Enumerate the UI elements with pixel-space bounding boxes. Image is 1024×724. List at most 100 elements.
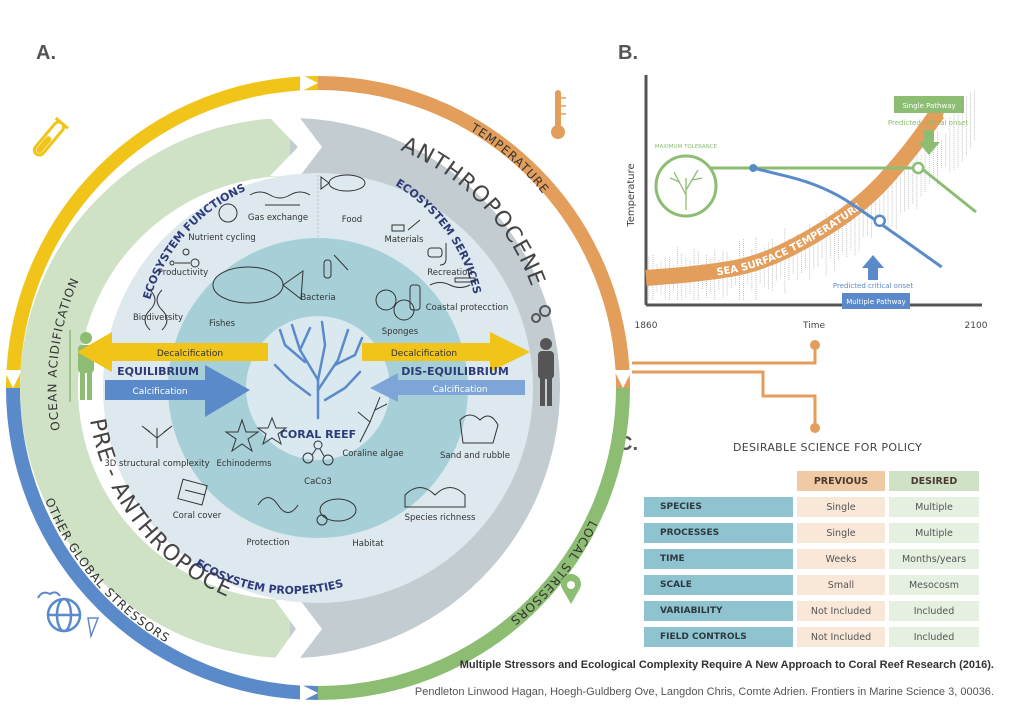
svg-text:Calcification: Calcification [132, 387, 187, 397]
label-equilibrium: EQUILIBRIUM [117, 365, 199, 378]
right-calcification-arrow: Calcification [370, 373, 525, 402]
coral-cover-icon [177, 478, 208, 506]
header-previous: PREVIOUS [797, 471, 885, 491]
item-gas-exchange: Gas exchange [248, 213, 308, 223]
connector-node-top [810, 340, 820, 350]
item-coastal-protection: Coastal protecction [426, 303, 508, 313]
sand-rubble-icon [459, 414, 499, 444]
ring-other-global-stressors [6, 387, 319, 700]
multiple-pathway-callout: Predicted critical onset Multiple Pathwa… [833, 255, 913, 309]
ring-ocean-acidification [6, 76, 319, 389]
policy-table-title: DESIRABLE SCIENCE FOR POLICY [733, 441, 923, 454]
ring-temperature [317, 76, 630, 389]
panel-label-b: B. [618, 42, 638, 64]
3d-complexity-icon [141, 425, 173, 448]
outer-stressor-ring [4, 74, 632, 702]
label-local-stressors: LOCAL STRESSORS [507, 519, 599, 629]
svg-text:Predicted critical onset: Predicted critical onset [888, 119, 968, 127]
species-richness-icon [404, 487, 466, 508]
snorkel-icon [427, 243, 447, 266]
temperature-chart: Temperature Time 1860 2100 SEA SURFACE T… [626, 75, 988, 331]
location-pin-icon [561, 574, 581, 604]
label-dis-equilibrium: DIS-EQUILIBRIUM [401, 365, 509, 378]
item-materials: Materials [385, 235, 425, 245]
bacteria-icon [323, 254, 349, 279]
citation-title: Multiple Stressors and Ecological Comple… [459, 659, 994, 671]
test-tube-icon [32, 116, 69, 157]
coraline-algae-icon [357, 396, 388, 443]
panel-connector [632, 340, 820, 433]
era-pre-anthropocene-band [20, 118, 290, 658]
dna-icon [144, 289, 168, 331]
left-decalcification-arrow: Decalcification [77, 332, 268, 372]
down-arrow-icon [918, 130, 940, 155]
food-fish-icon [320, 174, 366, 192]
thermometer-icon [551, 90, 566, 139]
x-tick-1860: 1860 [635, 321, 658, 331]
item-3d-structural-complexity: 3D structural complexity [104, 459, 209, 469]
citation-authors: Pendleton Linwood Hagan, Hoegh-Guldberg … [414, 686, 994, 698]
nutrient-cycling-icon [218, 203, 238, 223]
item-protection: Protection [246, 538, 289, 548]
coral-reef-diagram: CORAL REEF OCEAN ACIDIFICATION TEMPERATU… [0, 0, 632, 702]
item-species-richness: Species richness [405, 513, 476, 523]
item-sand-and-rubble: Sand and rubble [440, 451, 510, 461]
protection-icon [257, 497, 299, 513]
starfish-icon [224, 416, 288, 453]
item-coraline-algae: Coraline algae [342, 449, 403, 459]
item-sponges: Sponges [382, 327, 419, 337]
item-recreation: Recreation [427, 268, 472, 278]
x-tick-2100: 2100 [965, 321, 988, 331]
coral-icon [273, 320, 364, 420]
coral-tolerance-icon [669, 169, 703, 210]
sponges-icon [375, 284, 421, 321]
panel-label-a: A. [36, 42, 56, 64]
item-nutrient-cycling: Nutrient cycling [188, 233, 255, 243]
y-axis-label: Temperature [626, 163, 637, 227]
item-caco3: CaCo3 [304, 477, 332, 487]
item-food: Food [342, 215, 362, 225]
single-pathway-callout: Single Pathway Predicted critical onset [888, 96, 968, 155]
productivity-icon [169, 248, 200, 268]
maximum-tolerance-badge: MAXIMUM TOLERANCE [654, 144, 718, 218]
coastal-icon [429, 277, 476, 288]
multiple-pathway-critical-onset-marker [873, 214, 886, 228]
item-habitat: Habitat [352, 539, 384, 549]
svg-text:Decalcification: Decalcification [157, 349, 223, 359]
svg-text:LOCAL STRESSORS: LOCAL STRESSORS [507, 519, 600, 629]
sea-surface-temperature-line [645, 108, 944, 286]
left-calcification-arrow: Calcification [105, 365, 250, 417]
up-arrow-icon [862, 255, 884, 280]
header-desired: DESIRED [889, 471, 979, 491]
svg-text:Calcification: Calcification [432, 385, 487, 395]
connector-node-bottom [810, 423, 820, 433]
fish-icon [212, 266, 304, 304]
single-pathway-critical-onset-marker [912, 161, 925, 175]
item-echinoderms: Echinoderms [216, 459, 272, 469]
svg-text:Predicted critical onset: Predicted critical onset [833, 282, 913, 290]
x-axis-label: Time [802, 321, 825, 331]
multiple-pathway-tolerance-line [752, 166, 943, 269]
item-coral-cover: Coral cover [173, 511, 222, 521]
item-bacteria: Bacteria [300, 293, 335, 303]
gears-icon [531, 305, 551, 323]
habitat-turtle-icon [316, 498, 357, 526]
svg-text:Multiple Pathway: Multiple Pathway [846, 298, 906, 306]
materials-icon [391, 219, 421, 232]
right-decalcification-arrow: Decalcification [362, 332, 530, 372]
globe-weather-icon [37, 591, 100, 639]
gas-exchange-icon [249, 191, 311, 206]
ring-local-stressors [317, 387, 630, 700]
svg-text:MAXIMUM TOLERANCE: MAXIMUM TOLERANCE [655, 144, 718, 150]
item-productivity: Productivity [158, 268, 208, 278]
svg-text:Decalcification: Decalcification [391, 349, 457, 359]
center-label: CORAL REEF [280, 428, 356, 441]
svg-text:Single Pathway: Single Pathway [902, 102, 955, 110]
human-figure-anthropocene-icon [538, 338, 554, 406]
